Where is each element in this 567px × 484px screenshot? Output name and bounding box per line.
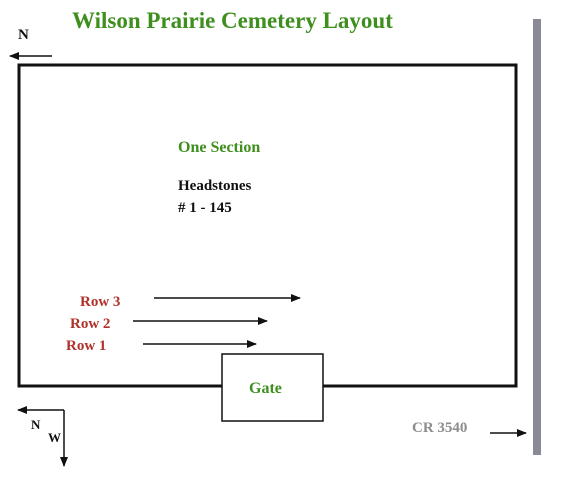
row-2-label: Row 2 xyxy=(70,316,111,332)
gate-box xyxy=(221,353,324,422)
diagram-title: Wilson Prairie Cemetery Layout xyxy=(72,8,393,33)
road-bar xyxy=(533,19,541,455)
headstones-label: Headstones xyxy=(178,178,252,194)
row-3-label: Row 3 xyxy=(80,294,121,310)
compass-n-bottom: N xyxy=(31,417,41,432)
section-label: One Section xyxy=(178,139,261,156)
compass-w-bottom: W xyxy=(48,430,61,445)
headstones-range: # 1 - 145 xyxy=(178,200,232,216)
compass-n-top: N xyxy=(18,27,29,43)
road-label: CR 3540 xyxy=(412,420,468,436)
row-1-label: Row 1 xyxy=(66,338,107,354)
gate-label: Gate xyxy=(249,380,282,397)
